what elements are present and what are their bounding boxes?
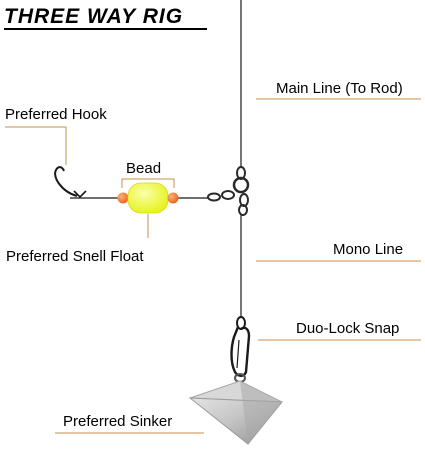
leader-bead [121,178,175,188]
hook-eye [73,190,87,199]
leader-preferred-hook [5,126,67,165]
duo-lock-snap [230,316,251,377]
label-main-line: Main Line (To Rod) [276,80,403,97]
label-preferred-hook: Preferred Hook [5,106,107,123]
label-preferred-sinker: Preferred Sinker [63,413,172,430]
hook-icon [54,166,78,197]
snell-float [127,182,169,214]
sinker-icon [188,373,284,445]
three-way-swivel [207,166,250,216]
label-snell-float: Preferred Snell Float [6,248,144,265]
label-mono-line: Mono Line [333,241,403,258]
label-bead: Bead [126,160,161,177]
bead-left [117,192,129,204]
label-duo-lock-snap: Duo-Lock Snap [296,320,399,337]
diagram-title: THREE WAY RIG [4,5,183,28]
bead-right [167,192,179,204]
